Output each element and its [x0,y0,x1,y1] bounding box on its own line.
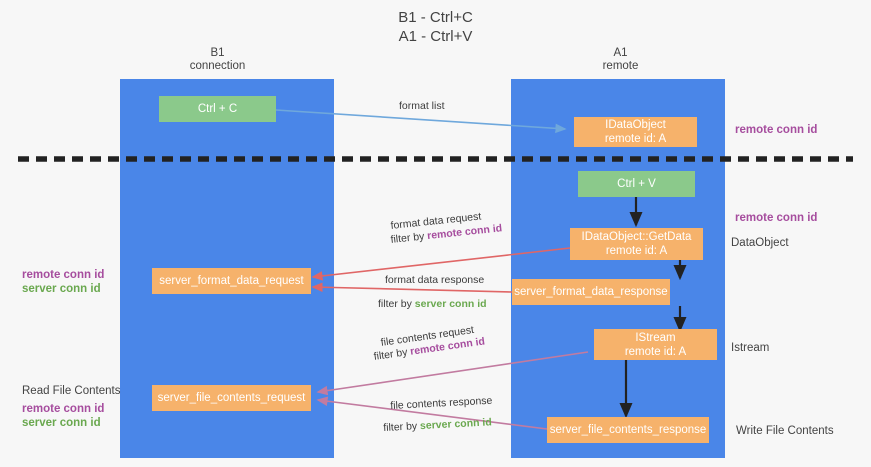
annotation-right-istream: Istream [731,342,770,354]
node-server-file-contents-request-label: server_file_contents_request [157,392,306,404]
annotation-left-server-conn-id-bottom: server conn id [22,417,101,429]
node-idataobject-line2: remote id: A [604,133,667,145]
annotation-left-server-conn-id-mid: server conn id [22,283,101,295]
lane-header-b1-line1: B1 [210,47,225,59]
node-istream-line1: IStream [635,331,676,344]
node-ctrl-v-label: Ctrl + V [617,178,656,190]
page-title: B1 - Ctrl+C A1 - Ctrl+V [0,8,871,46]
connector-format-data-response [311,282,513,293]
annotation-right-write-file-contents: Write File Contents [736,425,834,437]
edge-label-format-data-request-filter-prefix: filter by [390,230,428,246]
node-ctrl-c-label: Ctrl + C [197,103,238,115]
node-ctrl-c[interactable]: Ctrl + C [159,96,276,122]
edge-label-file-contents-response-filter-value: server conn id [419,416,493,433]
node-server-file-contents-request[interactable]: server_file_contents_request [152,385,311,411]
connector-format-list [275,109,567,134]
node-idataobject[interactable]: IDataObject remote id: A [574,117,697,147]
node-server-file-contents-response[interactable]: server_file_contents_response [547,417,709,443]
annotation-left-remote-conn-id-mid: remote conn id [22,269,105,281]
node-getdata-line1: IDataObject::GetData [581,231,692,243]
node-server-format-data-response-label: server_format_data_response [514,286,668,298]
annotation-right-remote-conn-id-top: remote conn id [735,124,818,136]
edge-label-format-data-response: format data response [385,274,485,286]
annotation-left-remote-conn-id-bottom: remote conn id [22,403,105,415]
page-title-line1: B1 - Ctrl+C [398,9,473,26]
node-getdata-line2: remote id: A [605,245,668,257]
edge-label-format-list: format list [399,100,445,112]
annotation-left-read-file-contents: Read File Contents [22,385,121,397]
phase-divider [18,156,853,162]
node-server-format-data-response[interactable]: server_format_data_response [512,279,670,305]
connector-file-contents-request [316,351,589,396]
connector-file-contents-response [316,396,548,430]
edge-label-format-data-response-filter-value: server conn id [414,298,487,310]
lane-header-a1-line1: A1 [613,47,628,59]
page-title-line2: A1 - Ctrl+V [398,28,473,45]
node-istream[interactable]: IStream remote id: A [594,329,717,360]
node-ctrl-v[interactable]: Ctrl + V [578,171,695,197]
edge-label-format-data-response-filter: filter by server conn id [378,298,487,311]
edge-label-file-contents-response-filter-prefix: filter by [383,420,421,434]
lane-header-b1-line2: connection [189,60,246,72]
node-istream-line2: remote id: A [624,345,687,358]
lane-header-a1-line2: remote [602,60,639,72]
annotation-right-dataobject: DataObject [731,237,789,249]
edge-label-format-data-response-filter-prefix: filter by [378,298,415,310]
connector-format-data-request [311,247,571,281]
node-server-format-data-request[interactable]: server_format_data_request [152,268,311,294]
lane-header-a1: A1 remote [543,47,698,73]
node-getdata[interactable]: IDataObject::GetData remote id: A [570,228,703,260]
node-server-format-data-request-label: server_format_data_request [159,275,304,287]
annotation-right-remote-conn-id-mid: remote conn id [735,212,818,224]
lane-header-b1: B1 connection [140,47,295,73]
node-idataobject-line1: IDataObject [605,119,666,131]
node-server-file-contents-response-label: server_file_contents_response [549,424,707,436]
